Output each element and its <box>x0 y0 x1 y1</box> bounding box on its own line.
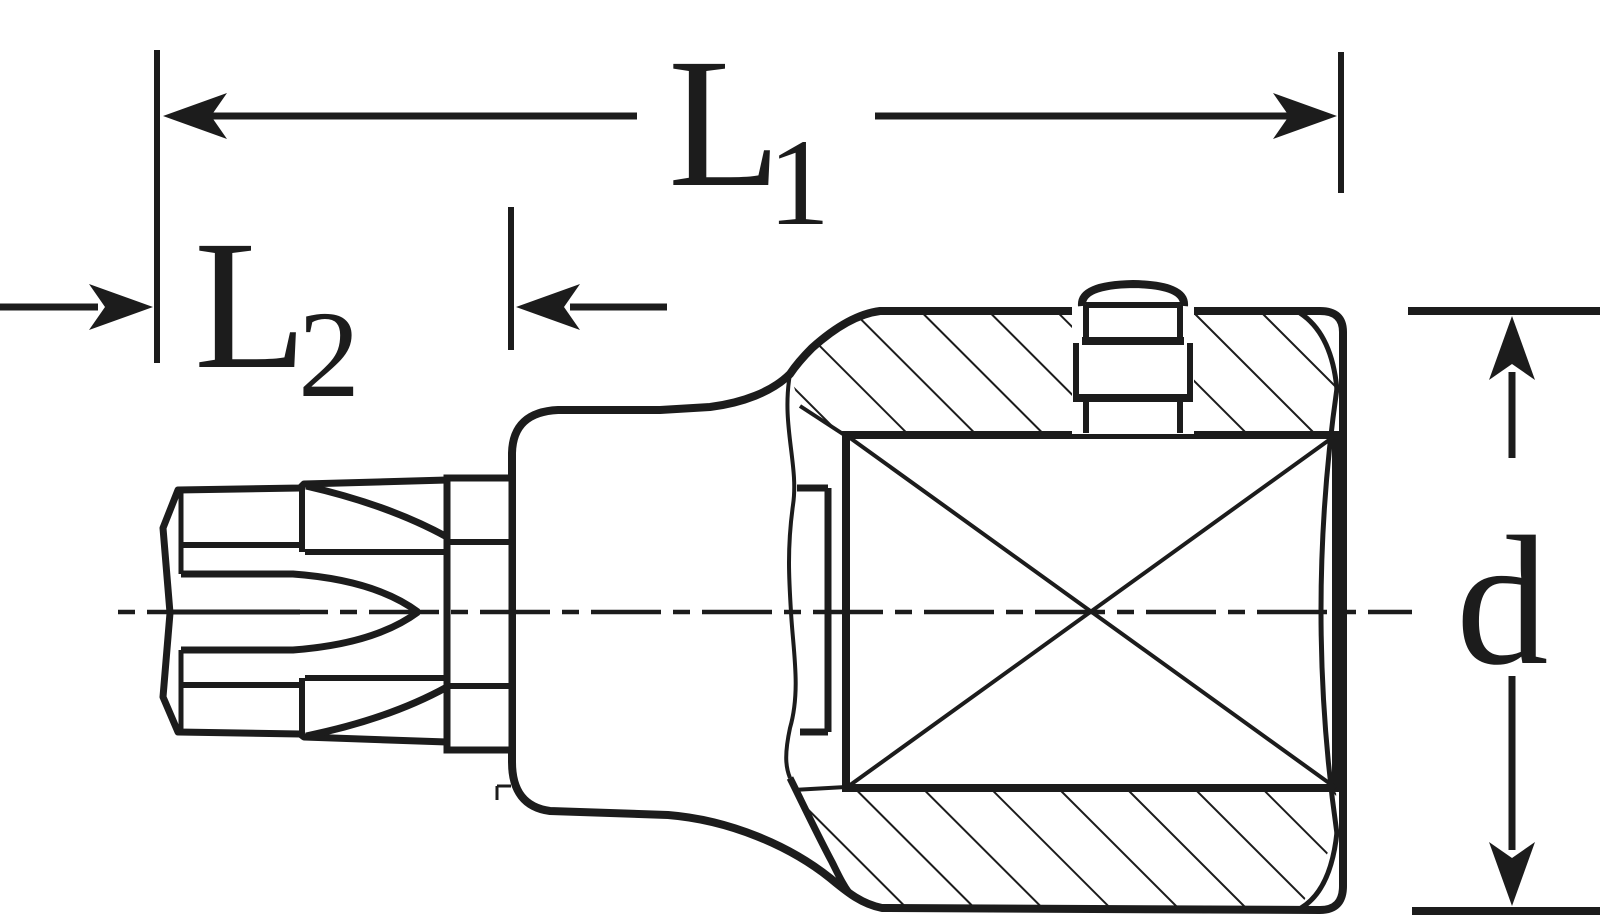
dimension-d: d <box>1408 307 1600 915</box>
arrowhead-left-icon <box>516 284 580 330</box>
l2-label: L 2 <box>194 203 360 423</box>
l2-label-base: L <box>194 203 307 408</box>
cone-line-top <box>798 404 848 438</box>
l1-label: L 1 <box>668 21 830 251</box>
pin-stem <box>1083 400 1183 433</box>
bit-lobe-arc-bottom <box>305 683 449 740</box>
face-chamfer-arc-bottom <box>1299 831 1340 911</box>
hatch-band-bottom <box>793 786 1337 909</box>
section-break-wavy-line <box>784 373 798 779</box>
arrowhead-right-icon <box>89 284 153 330</box>
arrowhead-up-icon <box>1489 316 1535 380</box>
arrowhead-right-icon <box>1273 93 1337 139</box>
hatch-band-top <box>790 311 1337 435</box>
pin-flange <box>1073 343 1193 398</box>
l2-label-sub: 2 <box>298 286 360 423</box>
collar-ring-lines <box>447 539 512 689</box>
pin-cap <box>1083 302 1183 341</box>
arrowhead-left-icon <box>163 93 227 139</box>
l1-label-sub: 1 <box>768 114 830 251</box>
bit-groove-lower <box>181 609 421 654</box>
face-chamfer-arc-top <box>1298 310 1340 391</box>
dimension-l2: L 2 <box>0 203 667 423</box>
section-lower-boundary <box>786 776 853 897</box>
dimension-l1: L 1 <box>154 21 1344 363</box>
arrowhead-down-icon <box>1489 842 1535 906</box>
l1-label-base: L <box>668 21 781 226</box>
cone-line-bottom <box>792 785 847 792</box>
pin-dome <box>1078 279 1188 307</box>
detent-pin <box>1072 279 1194 434</box>
bit-flute-lines <box>181 542 447 688</box>
bit-groove-upper <box>181 570 421 615</box>
d-label: d <box>1456 499 1549 704</box>
bit-lobe-arc-top <box>305 482 449 541</box>
